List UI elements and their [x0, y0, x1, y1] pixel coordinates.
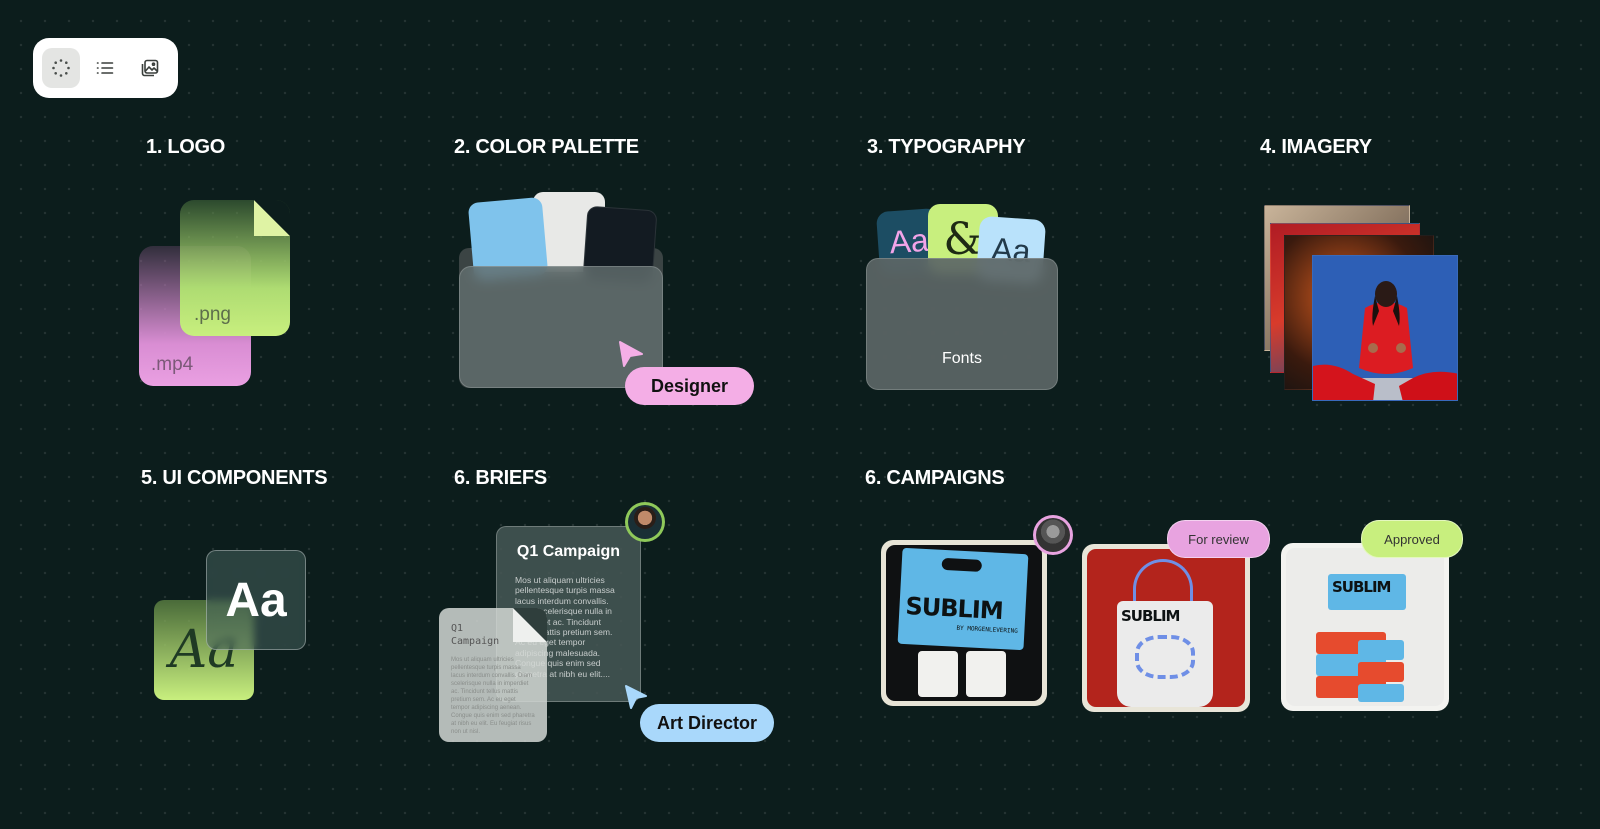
status-badge-for-review[interactable]: For review	[1167, 520, 1270, 558]
briefs-group[interactable]: Q1 Campaign Mos ut aliquam ultricies pel…	[439, 502, 779, 752]
ui-component-card-serif[interactable]: Aa	[154, 600, 254, 700]
campaign-byline: BY MORGENLEVERING	[956, 624, 1018, 635]
file-fold-corner	[513, 608, 547, 642]
ui-components-group[interactable]: Aa Aa	[152, 548, 312, 708]
section-heading-logo: 1. LOGO	[146, 136, 226, 158]
section-heading-typography: 3. TYPOGRAPHY	[867, 136, 1026, 158]
art-director-collaborator-pill: Art Director	[640, 704, 774, 742]
font-sample-glyph: &	[943, 213, 983, 265]
ui-sans-glyph: Aa	[225, 573, 287, 627]
list-icon	[97, 62, 114, 74]
section-heading-briefs: 6. BRIEFS	[454, 467, 547, 489]
section-heading-imagery: 4. IMAGERY	[1260, 136, 1372, 158]
gallery-view-button[interactable]	[131, 48, 169, 88]
folder-front	[459, 266, 663, 388]
fonts-folder-front	[866, 258, 1058, 390]
view-toolbar	[33, 38, 178, 98]
brief-card-title: Q1 Campaign	[516, 543, 621, 560]
campaign-card-boxes[interactable]: SUBLIM	[1281, 543, 1449, 711]
campaign-reviewer-avatar[interactable]	[1033, 515, 1073, 555]
campaigns-group[interactable]: SUBLIM BY MORGENLEVERING SUBLIM For revi…	[877, 515, 1477, 715]
model-in-red-image	[1313, 256, 1457, 400]
campaign-brand-text: SUBLIM	[1121, 607, 1180, 625]
imagery-stack[interactable]	[1262, 205, 1462, 405]
brief-owner-avatar[interactable]	[625, 502, 665, 542]
brief-card-body: Mos ut aliquam ultricies pellentesque tu…	[515, 575, 615, 679]
file-fold-corner	[254, 200, 290, 236]
loading-dots-icon	[52, 59, 70, 77]
campaign-card-cup-carrier[interactable]: SUBLIM BY MORGENLEVERING	[881, 540, 1047, 706]
png-file-label: .png	[194, 304, 231, 325]
ui-component-card-sans[interactable]: Aa	[206, 550, 306, 650]
brief-document-body: Mos ut aliquam ultricies pellentesque tu…	[451, 657, 535, 735]
section-heading-ui-components: 5. UI COMPONENTS	[141, 467, 328, 489]
campaign-brand-text: SUBLIM	[1332, 578, 1391, 596]
designer-collaborator-pill: Designer	[625, 367, 754, 405]
color-palette-folder[interactable]: Designer	[459, 192, 759, 412]
brief-document-file[interactable]: Q1 Campaign Mos ut aliquam ultricies pel…	[439, 608, 547, 742]
art-director-cursor-icon	[625, 685, 647, 709]
typography-folder[interactable]: Aa & Aa Fonts	[866, 204, 1066, 394]
imagery-photo-front[interactable]	[1312, 255, 1458, 401]
status-badge-approved[interactable]: Approved	[1361, 520, 1463, 558]
list-view-button[interactable]	[86, 48, 124, 88]
png-file-card[interactable]: .png	[180, 200, 290, 336]
section-heading-color-palette: 2. COLOR PALETTE	[454, 136, 639, 158]
designer-cursor-icon	[619, 341, 643, 367]
font-sample-glyph: Aa	[888, 221, 930, 260]
section-heading-campaigns: 6. CAMPAIGNS	[865, 467, 1005, 489]
fonts-folder-label: Fonts	[941, 350, 982, 367]
mp4-file-label: .mp4	[151, 354, 194, 375]
brief-document-title: Q1 Campaign	[451, 623, 500, 647]
avatar-photo	[1036, 518, 1070, 552]
image-gallery-icon	[141, 59, 159, 77]
campaign-card-tote-bag[interactable]: SUBLIM	[1082, 544, 1250, 712]
canvas-view-button[interactable]	[42, 48, 81, 88]
campaign-brand-text: SUBLIM	[904, 592, 1004, 626]
logo-files-group[interactable]: .mp4 .png	[139, 200, 290, 390]
avatar-photo	[628, 505, 662, 539]
